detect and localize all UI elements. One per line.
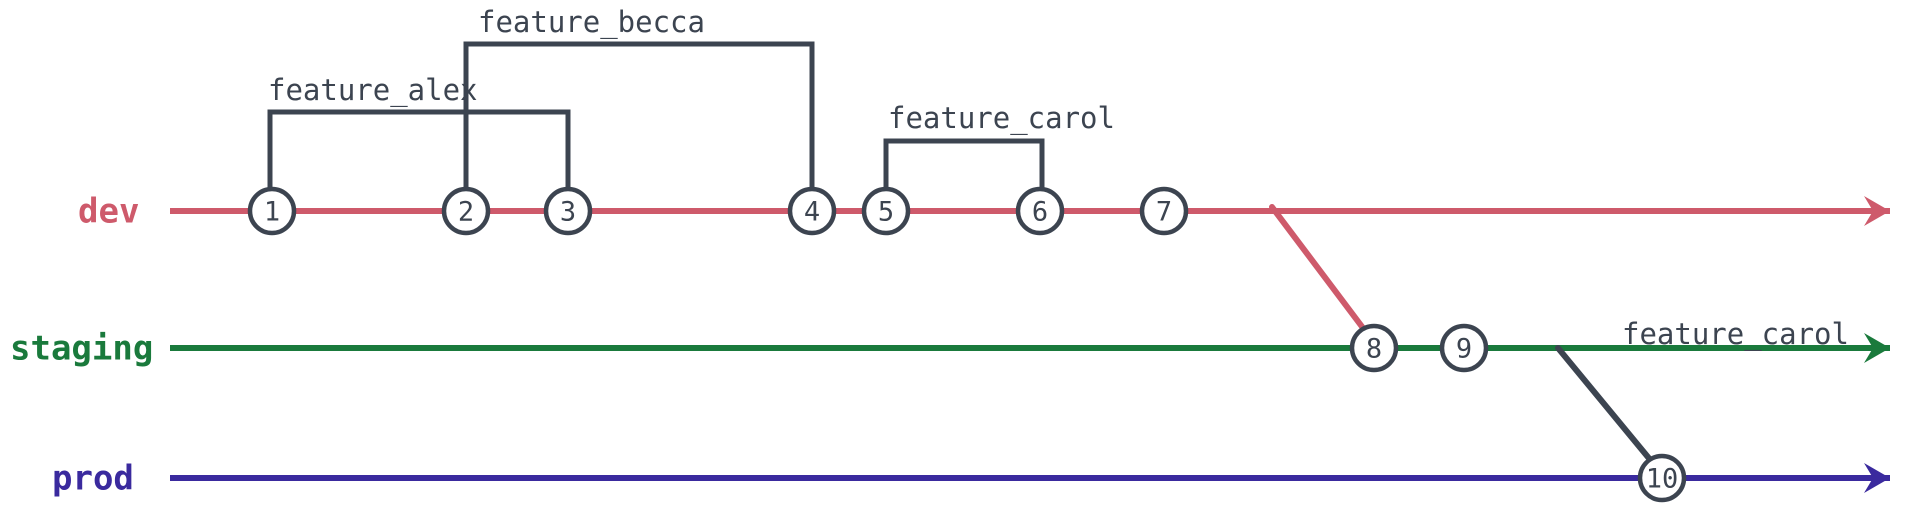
feature-label-feature-alex: feature_alex [268, 73, 478, 108]
feature-bracket-feature-alex [267, 109, 571, 190]
branch-label-staging: staging [10, 329, 153, 369]
commit-node-9[interactable]: 9 [1439, 323, 1489, 373]
commit-node-label: 5 [878, 197, 894, 228]
feature-label-feature-becca: feature_becca [478, 5, 705, 40]
commit-node-circle [543, 186, 593, 236]
feature-bracket-feature-carol-dev [883, 138, 1045, 190]
prod-arrow-icon [1864, 463, 1890, 493]
staging-arrow-icon [1864, 333, 1890, 363]
feature-bracket-feature-becca [463, 41, 815, 190]
commit-node-label: 4 [804, 197, 820, 228]
commit-nodes-group: 1 2 3 4 5 6 7 [247, 186, 1687, 503]
commit-node-circle [1637, 453, 1687, 503]
commit-node-label: 8 [1366, 334, 1382, 365]
commit-node-label: 3 [560, 197, 576, 228]
commit-node-circle [441, 186, 491, 236]
commit-node-circle [1349, 323, 1399, 373]
branch-label-prod: prod [52, 459, 134, 499]
feature-label-feature-carol-dev: feature_carol [888, 101, 1115, 136]
merge-line-dev-to-staging [1269, 204, 1369, 335]
commit-node-2[interactable]: 2 [441, 186, 491, 236]
commit-node-5[interactable]: 5 [861, 186, 911, 236]
commit-node-8[interactable]: 8 [1349, 323, 1399, 373]
commit-node-label: 6 [1032, 197, 1048, 228]
commit-node-10[interactable]: 10 [1637, 453, 1687, 503]
branch-labels-group: dev staging prod [10, 192, 153, 499]
merge-lines-group [1269, 204, 1655, 465]
commit-node-label: 7 [1156, 197, 1172, 228]
feature-brackets-group [267, 41, 1045, 190]
commit-node-circle [247, 186, 297, 236]
commit-node-circle [861, 186, 911, 236]
branch-label-dev: dev [78, 192, 139, 232]
commit-node-label: 10 [1646, 464, 1679, 495]
dev-arrow-icon [1864, 196, 1890, 226]
merge-line-staging-to-prod [1555, 345, 1655, 465]
commit-node-circle [1015, 186, 1065, 236]
commit-node-label: 1 [264, 197, 280, 228]
commit-node-6[interactable]: 6 [1015, 186, 1065, 236]
feature-labels-group: feature_alex feature_becca feature_carol… [268, 5, 1849, 352]
commit-node-circle [787, 186, 837, 236]
feature-label-feature-carol-prod: feature_carol [1622, 317, 1849, 352]
commit-node-1[interactable]: 1 [247, 186, 297, 236]
commit-node-label: 2 [458, 197, 474, 228]
commit-node-label: 9 [1456, 334, 1472, 365]
commit-node-4[interactable]: 4 [787, 186, 837, 236]
commit-node-circle [1139, 186, 1189, 236]
commit-node-7[interactable]: 7 [1139, 186, 1189, 236]
arrow-heads-group [1864, 196, 1890, 493]
commit-node-3[interactable]: 3 [543, 186, 593, 236]
commit-node-circle [1439, 323, 1489, 373]
